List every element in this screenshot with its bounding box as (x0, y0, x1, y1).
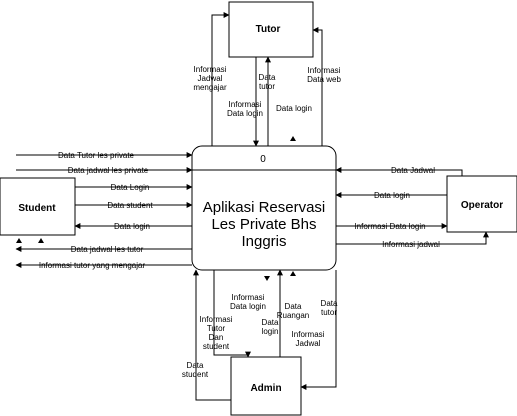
process-number: 0 (260, 154, 266, 165)
entity-student-label: Student (18, 203, 56, 214)
label-tutor-data-1: Data (259, 73, 276, 82)
label-admin-info-jadwal-1: Informasi (292, 330, 325, 339)
label-admin-data-login-2: login (262, 327, 279, 336)
label-tutor-jadwal-1: Informasi (194, 65, 227, 74)
label-operator-data-jadwal: Data Jadwal (391, 166, 435, 175)
flow-tutor-web-info (312, 27, 323, 146)
label-tutor-jadwal-2: Jadwal (198, 74, 223, 83)
label-admin-data-tutor-2: tutor (321, 308, 337, 317)
label-tutor-info-web-2: Data web (307, 75, 341, 84)
flow-admin-info-tutor (213, 270, 251, 358)
tutor-side-marker (290, 136, 296, 141)
label-admin-info-tutor-1: Informasi (200, 315, 233, 324)
label-operator-info-login: Informasi Data login (354, 222, 425, 231)
label-tutor-data-login: Data login (276, 104, 312, 113)
entity-admin-label: Admin (250, 383, 281, 394)
student-marker-1 (16, 238, 22, 243)
flow-admin-data-student (193, 269, 231, 401)
label-admin-info-login-1: Informasi (232, 293, 265, 302)
label-student-data-student: Data student (107, 201, 153, 210)
entity-admin[interactable]: Admin (230, 356, 302, 416)
entity-tutor-label: Tutor (256, 24, 281, 35)
entity-student[interactable]: Student (0, 177, 76, 236)
label-student-data-tutor: Data Tutor les private (58, 151, 135, 160)
label-student-info-login: Data login (114, 222, 150, 231)
label-tutor-data-2: tutor (259, 82, 275, 91)
flow-operator-info-jadwal (336, 231, 489, 245)
flow-operator-data-jadwal (335, 167, 463, 176)
label-tutor-jadwal-3: mengajar (193, 83, 227, 92)
label-admin-info-login-2: Data login (230, 302, 266, 311)
label-student-data-login: Data Login (111, 183, 150, 192)
label-admin-data-ruangan-2: Ruangan (277, 311, 309, 320)
label-operator-info-jadwal: Informasi jadwal (382, 240, 440, 249)
label-admin-data-login-1: Data (262, 318, 279, 327)
label-admin-data-student-1: Data (187, 361, 204, 370)
flow-admin-info-jadwal (300, 270, 337, 390)
admin-marker-1 (264, 276, 270, 281)
flow-tutor-jadwal (211, 12, 230, 146)
entity-tutor[interactable]: Tutor (228, 1, 314, 58)
process-title-line-2: Les Private Bhs (211, 216, 316, 233)
label-admin-info-tutor-4: student (203, 342, 230, 351)
process-box[interactable]: 0 Aplikasi Reservasi Les Private Bhs Ing… (191, 145, 337, 271)
admin-marker-2 (290, 271, 296, 276)
label-admin-data-student-2: student (182, 370, 209, 379)
label-student-info-tutor: Informasi tutor yang mengajar (39, 261, 146, 270)
label-admin-info-tutor-2: Tutor (207, 324, 226, 333)
label-tutor-info-web-1: Informasi (308, 66, 341, 75)
label-operator-data-login: Data login (374, 191, 410, 200)
label-tutor-info-login-1: Informasi (229, 100, 262, 109)
label-student-jadwal-tutor: Data jadwal les tutor (71, 245, 144, 254)
process-title-line-1: Aplikasi Reservasi (203, 199, 326, 216)
label-admin-info-jadwal-2: Jadwal (296, 339, 321, 348)
entity-operator-label: Operator (461, 200, 503, 211)
entity-operator[interactable]: Operator (446, 175, 517, 233)
label-admin-info-tutor-3: Dan (209, 333, 224, 342)
student-marker-2 (38, 238, 44, 243)
label-student-jadwal-les: Data jadwal les private (68, 166, 149, 175)
label-admin-data-ruangan-1: Data (285, 302, 302, 311)
label-tutor-info-login-2: Data login (227, 109, 263, 118)
process-title-line-3: Inggris (241, 233, 286, 250)
label-admin-data-tutor-1: Data (321, 299, 338, 308)
